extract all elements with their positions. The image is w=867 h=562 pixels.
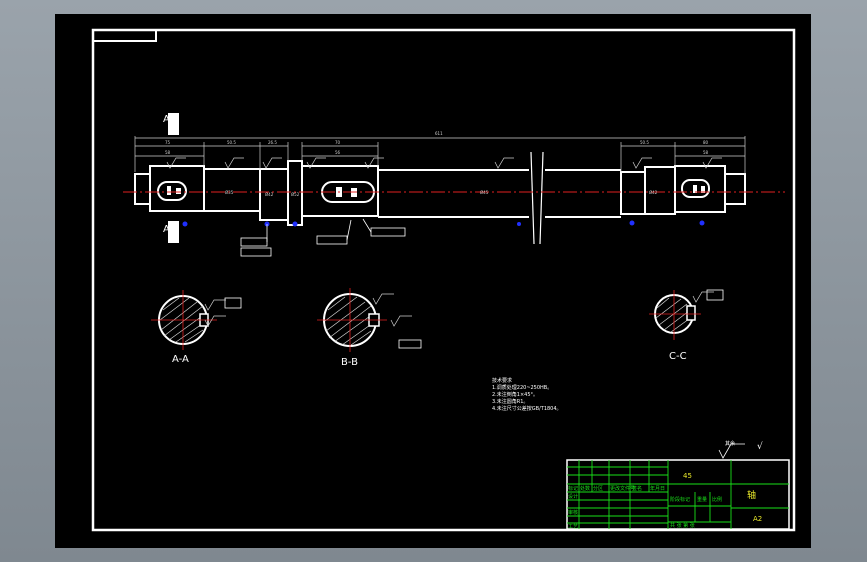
section-bb — [317, 288, 422, 352]
cut-marker-a — [168, 113, 179, 243]
stage-label: 比例 — [712, 497, 723, 503]
cut-marker-a-top-label: A — [163, 114, 170, 125]
svg-text:58: 58 — [703, 150, 709, 155]
notes-line: 4.未注尺寸公差按GB/T1804。 — [492, 406, 562, 412]
title-block — [566, 459, 790, 530]
svg-text:611: 611 — [435, 131, 443, 136]
stage-label: 阶段标记 — [670, 497, 691, 503]
svg-text:Ø35: Ø35 — [225, 190, 234, 195]
design-label: 审核 — [568, 510, 579, 516]
row-label: 年月日 — [650, 486, 666, 492]
general-roughness-mark — [718, 443, 745, 459]
drawing-frame — [91, 28, 796, 532]
svg-text:56: 56 — [335, 150, 341, 155]
section-cc — [649, 289, 724, 340]
general-roughness-value: √ — [757, 442, 763, 452]
stage-label: 重量 — [697, 497, 708, 503]
row-label: 更改文件号 — [610, 486, 636, 492]
technical-notes: 技术要求 1.调质处理220~250HB。 2.未注倒角1×45°。 3.未注圆… — [492, 378, 562, 413]
row-label: 标记 — [568, 486, 579, 492]
tolerance-frames — [240, 218, 406, 257]
shaft-drawing: 611 75 50.5 26.5 70 50.5 80 58 56 58 Ø35… — [91, 28, 796, 532]
notes-title: 技术要求 — [492, 378, 513, 384]
code-box — [92, 29, 157, 42]
row-label: 签名 — [632, 486, 643, 492]
section-aa — [151, 290, 242, 350]
svg-text:80: 80 — [703, 140, 709, 145]
notes-line: 3.未注圆角R1。 — [492, 399, 529, 405]
general-roughness-text: 其余 — [725, 441, 736, 447]
svg-text:50.5: 50.5 — [640, 140, 649, 145]
scale-text: A2 — [753, 515, 763, 523]
roughness-symbols — [166, 157, 722, 169]
design-label: 工艺 — [568, 524, 579, 530]
keyway-marks — [167, 185, 705, 197]
svg-text:58: 58 — [165, 150, 171, 155]
dimension-values: 611 75 50.5 26.5 70 50.5 80 58 56 58 Ø35… — [165, 131, 709, 197]
section-aa-label: A-A — [172, 354, 189, 365]
svg-text:70: 70 — [335, 140, 341, 145]
svg-text:Ø45: Ø45 — [480, 190, 489, 195]
break-lines — [530, 151, 544, 245]
part-name-text: 轴 — [747, 491, 757, 501]
svg-text:Ø42: Ø42 — [265, 192, 274, 197]
shaft-main-view — [134, 160, 746, 226]
notes-line: 2.未注倒角1×45°。 — [492, 392, 539, 398]
dimension-lines — [134, 136, 746, 174]
design-label: 设计 — [568, 494, 579, 500]
svg-text:75: 75 — [165, 140, 171, 145]
section-cc-label: C-C — [669, 351, 687, 362]
sheet-label: 共 张 第 张 — [670, 523, 695, 529]
svg-text:Ø52: Ø52 — [291, 192, 300, 197]
svg-text:50.5: 50.5 — [227, 140, 236, 145]
drawing-sheet: 611 75 50.5 26.5 70 50.5 80 58 56 58 Ø35… — [55, 14, 811, 548]
svg-text:26.5: 26.5 — [268, 140, 277, 145]
datum-markers — [182, 220, 705, 227]
notes-line: 1.调质处理220~250HB。 — [492, 385, 553, 391]
section-bb-label: B-B — [341, 357, 358, 368]
svg-text:Ø42: Ø42 — [649, 190, 658, 195]
row-label: 处数 — [580, 486, 591, 492]
material-text: 45 — [683, 472, 692, 480]
cut-marker-a-bottom-label: A — [163, 224, 170, 235]
row-label: 分区 — [593, 486, 604, 492]
